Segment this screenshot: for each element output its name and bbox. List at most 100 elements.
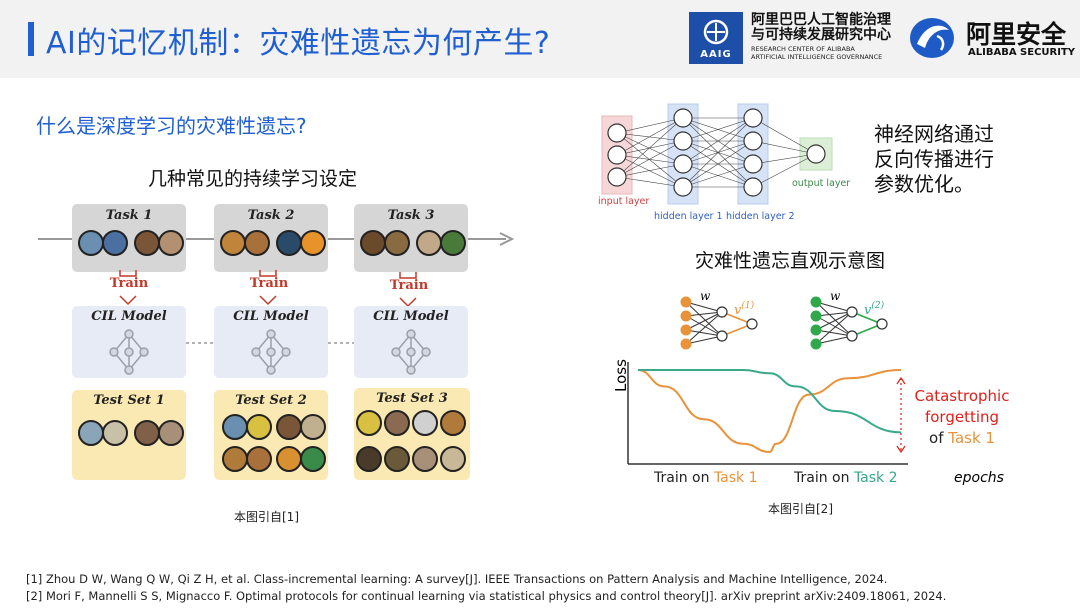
- mini-edge: [685, 311, 723, 345]
- alibaba-security-cn: 阿里安全: [966, 20, 1067, 49]
- nn-node: [743, 108, 763, 128]
- mini-input-node: [680, 296, 692, 308]
- model-connector: [186, 342, 356, 344]
- mini-edge: [815, 335, 853, 345]
- train-arrow-icon: [259, 270, 277, 306]
- annotation-line-3: of Task 1: [929, 429, 995, 447]
- tiger-image: [244, 230, 270, 256]
- aaig-name-cn: 阿里巴巴人工智能治理 与可持续发展研究中心: [751, 12, 891, 43]
- mini-edge: [815, 301, 853, 313]
- weight-label-2: w: [830, 289, 841, 303]
- section-question: 什么是深度学习的灾难性遗忘?: [36, 114, 307, 138]
- bird-image: [78, 420, 104, 446]
- task-label: Task 3: [387, 208, 435, 223]
- network-icon: [251, 329, 291, 375]
- aaig-badge-text: AAIG: [700, 49, 732, 60]
- network-icon: [391, 329, 431, 375]
- fish-image: [300, 230, 326, 256]
- nn-node: [673, 154, 693, 174]
- goat-image: [412, 410, 438, 436]
- nn-node: [673, 131, 693, 151]
- mini-edge: [815, 311, 853, 345]
- nn-node: [743, 154, 763, 174]
- mini-hidden-node: [846, 306, 858, 318]
- nn-edge: [616, 132, 684, 142]
- nn-edge: [752, 153, 817, 165]
- forgetting-diagram-title: 灾难性遗忘直观示意图: [695, 250, 886, 272]
- nn-edge: [616, 176, 684, 188]
- phase-label-2: Train on Task 2: [793, 470, 898, 486]
- goat-image: [416, 230, 442, 256]
- figure-caption-left: 几种常见的持续学习设定: [148, 168, 358, 190]
- reference-1: [1] Zhou D W, Wang Q W, Qi Z H, et al. C…: [26, 572, 888, 586]
- nn-node: [673, 108, 693, 128]
- y-axis-label: Loss: [612, 359, 630, 392]
- alibaba-security-logo-icon: [910, 18, 954, 58]
- tiger-image: [440, 410, 466, 436]
- gap-arrow-bottom: [896, 445, 906, 454]
- test-set-box-1: Test Set 1: [72, 390, 186, 480]
- mini-hidden-node: [716, 306, 728, 318]
- mini-hidden-node: [716, 330, 728, 342]
- dog-image: [276, 414, 302, 440]
- goat-image: [440, 446, 466, 472]
- nn-edge: [616, 140, 684, 156]
- train-arrow-icon: [119, 270, 137, 306]
- dog-image: [134, 230, 160, 256]
- fish-image: [276, 446, 302, 472]
- reference-2: [2] Mori F, Mannelli S S, Mignacco F. Op…: [26, 589, 947, 603]
- task-box-2: Task 2: [214, 204, 328, 272]
- test-set-box-2: Test Set 2: [214, 390, 328, 480]
- nn-edge: [752, 117, 817, 155]
- nn-edge: [616, 154, 684, 188]
- mini-edge: [815, 329, 853, 337]
- nn-edge: [616, 154, 684, 165]
- hidden-layer-1-label: hidden layer 1: [654, 211, 723, 222]
- train-label: Train: [249, 276, 289, 291]
- mini-edge: [685, 301, 723, 337]
- mini-output-node: [876, 318, 888, 330]
- dog-image: [158, 420, 184, 446]
- mini-output-node: [746, 318, 758, 330]
- train-label: Train: [109, 276, 149, 291]
- nn-edge: [752, 140, 817, 155]
- input-layer-label: input layer: [598, 196, 649, 207]
- task-box-1: Task 1: [72, 204, 186, 272]
- dog-image: [300, 414, 326, 440]
- fish-image: [276, 230, 302, 256]
- nn-edge: [616, 117, 684, 178]
- mini-edge: [685, 315, 723, 337]
- cil-model-box-3: CIL Model: [354, 306, 468, 378]
- dog-image: [158, 230, 184, 256]
- bird-image: [102, 420, 128, 446]
- mini-edge: [685, 329, 723, 337]
- mini-edge: [685, 335, 723, 345]
- mini-edge: [685, 311, 723, 317]
- gap-arrow-top: [896, 376, 906, 385]
- nn-edge: [616, 132, 684, 165]
- fish-image: [300, 446, 326, 472]
- bird-image: [222, 414, 248, 440]
- nn-edge: [682, 117, 754, 165]
- nn-node: [607, 123, 627, 143]
- task-box-3: Task 3: [354, 204, 468, 272]
- mini-input-node: [680, 338, 692, 350]
- nn-description: 神经网络通过 反向传播进行 参数优化。: [874, 122, 994, 196]
- cil-model-box-1: CIL Model: [72, 306, 186, 378]
- train-arrow-icon: [399, 272, 417, 308]
- nn-edge: [616, 140, 684, 178]
- bird-image: [356, 410, 382, 436]
- tiger-image: [222, 446, 248, 472]
- mini-input-node: [680, 310, 692, 322]
- mini-input-node: [810, 324, 822, 336]
- nn-edge: [752, 153, 817, 188]
- aaig-emblem-icon: [703, 19, 729, 45]
- cil-model-box-2: CIL Model: [214, 306, 328, 378]
- mini-edge: [815, 311, 853, 317]
- loss-chart: w v(1) w v(2) Loss Catastrophic forgetti…: [612, 289, 1009, 486]
- cil-model-label: CIL Model: [373, 309, 449, 324]
- mini-input-node: [810, 338, 822, 350]
- aaig-logo: AAIG: [689, 12, 743, 64]
- loss-curve-task-2: [637, 369, 902, 434]
- page-title: AI的记忆机制：灾难性遗忘为何产生?: [46, 26, 551, 61]
